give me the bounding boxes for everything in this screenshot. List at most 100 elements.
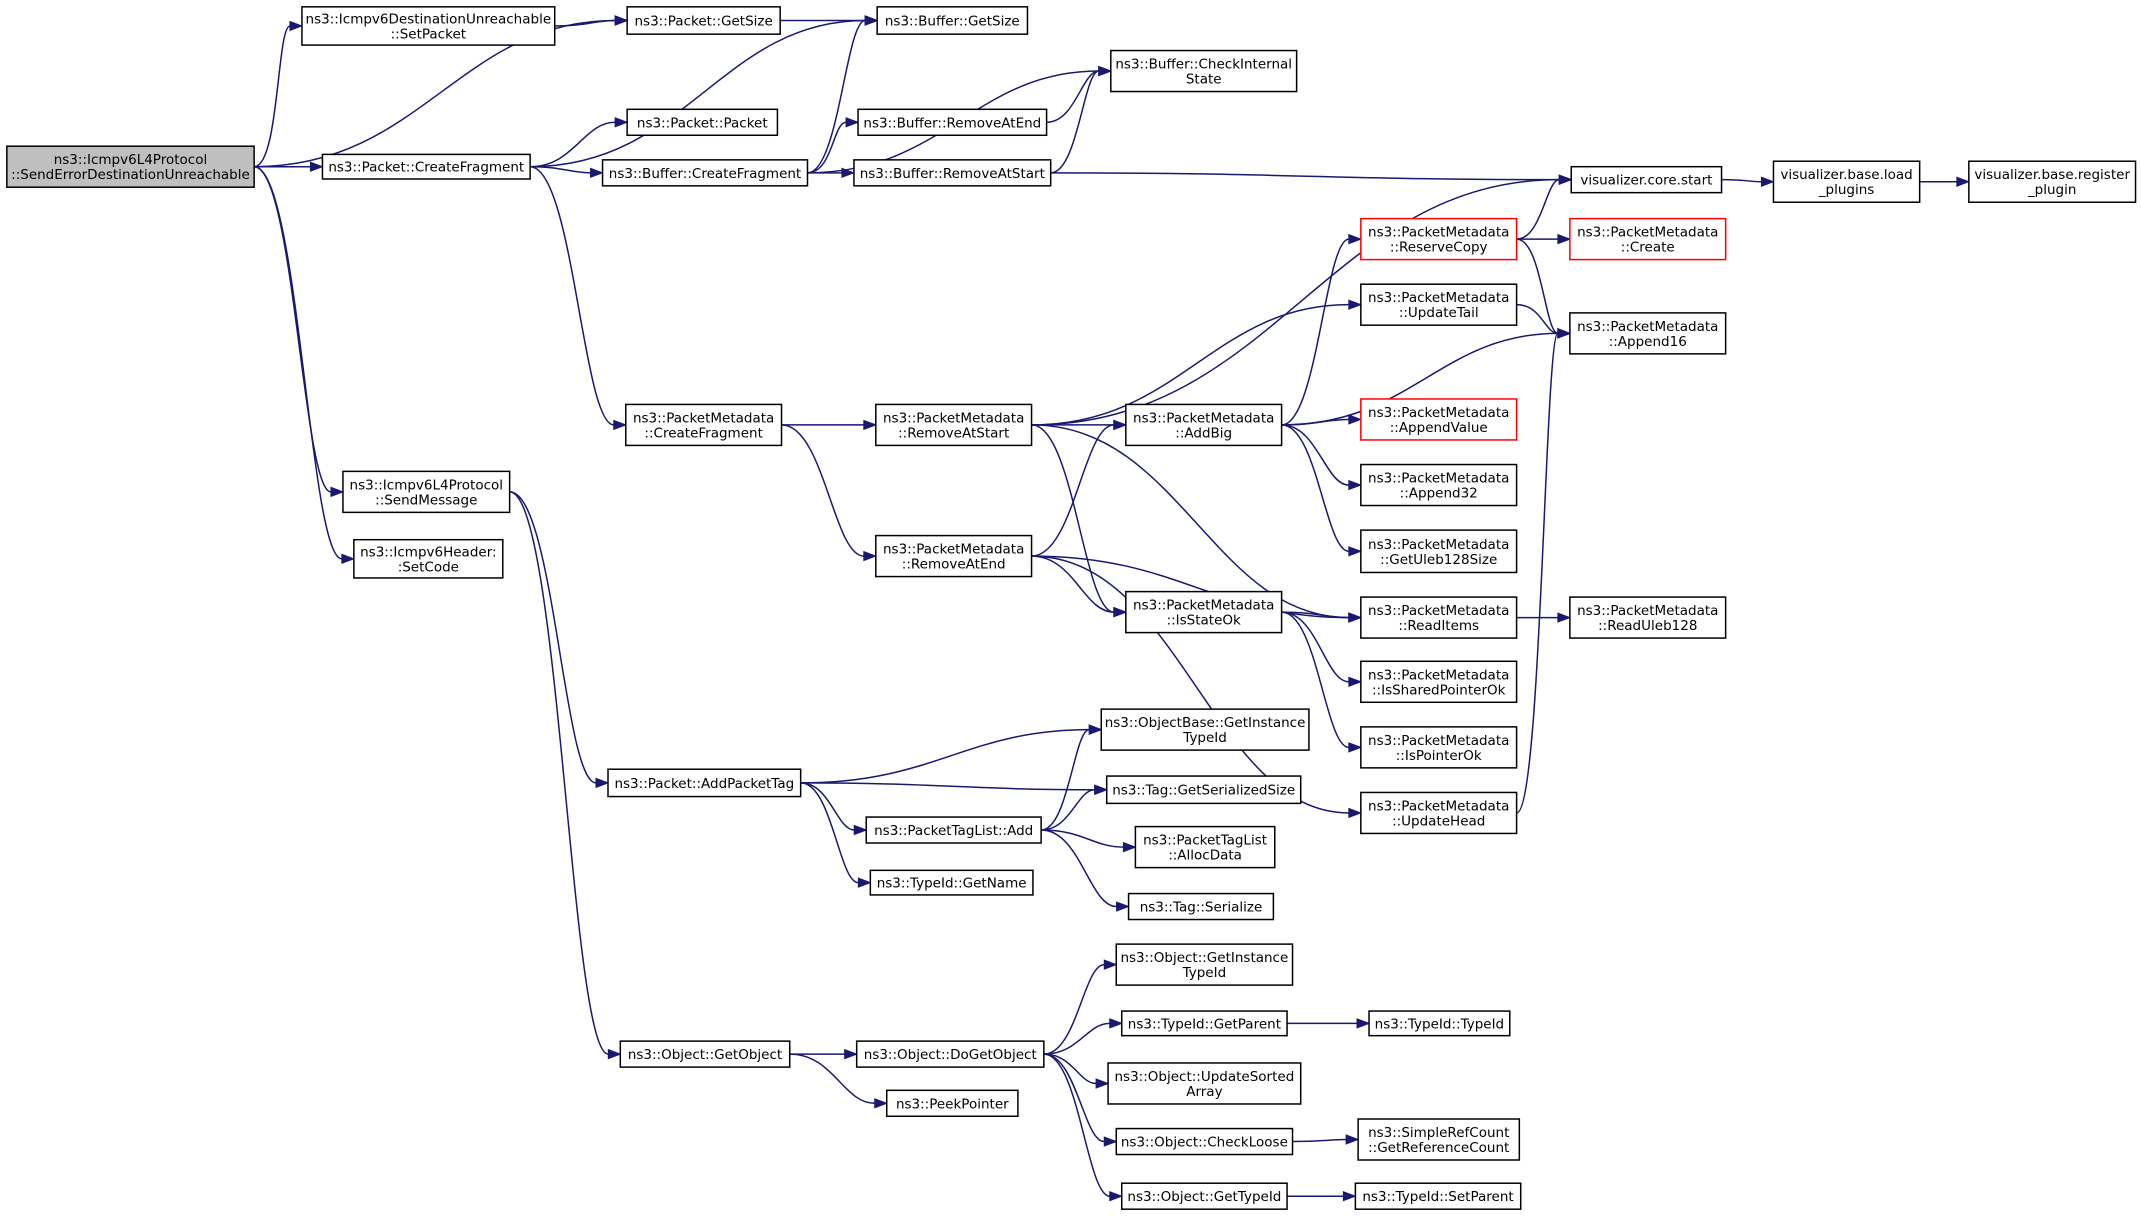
node-icmp-sendmsg[interactable]: ns3::Icmpv6L4Protocol::SendMessage — [342, 470, 511, 514]
node-label: ns3::TypeId::GetParent — [1128, 1016, 1281, 1032]
node-pm-readitems[interactable]: ns3::PacketMetadata::ReadItems — [1360, 596, 1518, 639]
edge-line — [530, 121, 616, 168]
call-nodes: ns3::Icmpv6L4Protocol::SendErrorDestinat… — [6, 6, 2137, 1210]
node-label: ns3::PacketMetadata — [1368, 225, 1509, 241]
node-viz-load[interactable]: visualizer.base.load_plugins — [1772, 160, 1921, 203]
node-pm-isptr[interactable]: ns3::PacketMetadata::IsPointerOk — [1360, 726, 1518, 769]
edge-line — [1281, 424, 1349, 486]
call-edge-viz_start-to-viz_load — [1721, 176, 1775, 187]
call-edge-root-to-icmp_setcode — [253, 165, 356, 565]
node-typeid-setparent[interactable]: ns3::TypeId::SetParent — [1354, 1182, 1522, 1210]
node-src-getref[interactable]: ns3::SimpleRefCount::GetReferenceCount — [1357, 1118, 1521, 1161]
node-pm-removeend[interactable]: ns3::PacketMetadata::RemoveAtEnd — [875, 534, 1033, 578]
node-buf-getsize[interactable]: ns3::Buffer::GetSize — [876, 6, 1029, 35]
node-pm-issharedptr[interactable]: ns3::PacketMetadata::IsSharedPointerOk — [1360, 660, 1518, 704]
node-box — [1569, 596, 1727, 639]
node-buf-removestart[interactable]: ns3::Buffer::RemoveAtStart — [853, 159, 1052, 187]
arrowhead-icon — [841, 167, 856, 179]
node-obj-getobject[interactable]: ns3::Object::GetObject — [619, 1040, 791, 1068]
edge-line — [1041, 829, 1117, 908]
node-pm-create[interactable]: ns3::PacketMetadata::Create — [1569, 217, 1727, 261]
node-box — [1134, 825, 1276, 869]
node-label: ::IsStateOk — [1167, 613, 1241, 629]
arrowhead-icon — [1109, 1190, 1124, 1202]
node-pm-readuleb[interactable]: ns3::PacketMetadata::ReadUleb128 — [1569, 596, 1727, 639]
node-label: ::GetReferenceCount — [1368, 1140, 1509, 1156]
node-pkt-addtag[interactable]: ns3::Packet::AddPacketTag — [607, 768, 802, 798]
node-peekpointer[interactable]: ns3::PeekPointer — [885, 1089, 1019, 1118]
call-edge-pm_addbig-to-pm_appendvalue — [1281, 414, 1363, 426]
node-box — [1354, 1182, 1522, 1210]
node-ptl-add[interactable]: ns3::PacketTagList::Add — [865, 816, 1042, 844]
node-pkt-packet[interactable]: ns3::Packet::Packet — [626, 108, 779, 137]
call-edge-root-to-dest_setpacket — [253, 20, 304, 168]
node-pm-appendvalue[interactable]: ns3::PacketMetadata::AppendValue — [1360, 398, 1518, 441]
call-edge-buf_createfrag-to-buf_removeend — [807, 117, 860, 174]
arrowhead-icon — [330, 486, 345, 498]
node-pm-append32[interactable]: ns3::PacketMetadata::Append32 — [1360, 463, 1518, 507]
call-edge-dest_setpacket-to-pkt_getsize — [554, 15, 629, 27]
node-label: ::AllocData — [1168, 848, 1242, 864]
node-viz-register[interactable]: visualizer.base.register_plugin — [1968, 160, 2137, 203]
node-label: ns3::Icmpv6Header: — [360, 544, 496, 560]
node-label: Array — [1186, 1084, 1222, 1100]
node-pm-removestart[interactable]: ns3::PacketMetadata::RemoveAtStart — [875, 403, 1033, 447]
node-label: ns3::Icmpv6DestinationUnreachable — [306, 11, 552, 27]
node-buf-removeend[interactable]: ns3::Buffer::RemoveAtEnd — [857, 108, 1048, 137]
call-edge-pkt_addtag-to-typeid_getname — [800, 782, 872, 888]
edge-line — [1281, 611, 1349, 683]
arrowhead-icon — [853, 824, 868, 836]
node-pkt-createfrag[interactable]: ns3::Packet::CreateFragment — [321, 153, 531, 180]
node-typeid-getname[interactable]: ns3::TypeId::GetName — [869, 869, 1034, 896]
node-box — [625, 403, 783, 447]
call-edge-pm_removeend-to-pm_addbig — [1031, 419, 1128, 557]
node-buf-createfrag[interactable]: ns3::Buffer::CreateFragment — [601, 159, 809, 187]
node-dest-setpacket[interactable]: ns3::Icmpv6DestinationUnreachable::SetPa… — [301, 6, 556, 46]
node-label: ::CreateFragment — [644, 425, 762, 441]
arrowhead-icon — [863, 550, 878, 562]
node-label: ns3::Object::GetTypeId — [1127, 1189, 1281, 1205]
arrowhead-icon — [1558, 174, 1573, 185]
node-ptl-alloc[interactable]: ns3::PacketTagList::AllocData — [1134, 825, 1276, 869]
arrowhead-icon — [1348, 676, 1363, 688]
node-pkt-getsize[interactable]: ns3::Packet::GetSize — [626, 6, 781, 35]
node-pm-isstateok[interactable]: ns3::PacketMetadata::IsStateOk — [1125, 590, 1283, 634]
node-label: ns3::PacketMetadata — [1133, 598, 1274, 614]
node-pm-reserve[interactable]: ns3::PacketMetadata::ReserveCopy — [1360, 217, 1518, 261]
call-edge-ptl_add-to-tag_sersize — [1041, 784, 1109, 831]
node-icmp-setcode[interactable]: ns3::Icmpv6Header::SetCode — [353, 538, 504, 579]
edge-line — [253, 25, 291, 168]
edge-line — [789, 1053, 875, 1105]
node-label: visualizer.base.load — [1780, 167, 1912, 183]
node-tag-sersize[interactable]: ns3::Tag::GetSerializedSize — [1105, 775, 1302, 805]
node-typeid-getparent[interactable]: ns3::TypeId::GetParent — [1120, 1010, 1288, 1037]
node-label: :SetCode — [398, 559, 459, 575]
node-typeid-typeid[interactable]: ns3::TypeId::TypeId — [1368, 1010, 1511, 1037]
arrowhead-icon — [1956, 176, 1971, 187]
call-edge-ptl_add-to-tag_serialize — [1041, 829, 1130, 912]
node-label: ::ReadItems — [1398, 618, 1479, 634]
node-tag-serialize[interactable]: ns3::Tag::Serialize — [1127, 892, 1275, 921]
node-obj-gettypeid[interactable]: ns3::Object::GetTypeId — [1120, 1182, 1288, 1210]
node-label: ns3::Object::GetObject — [628, 1047, 782, 1063]
node-pm-updatetail[interactable]: ns3::PacketMetadata::UpdateTail — [1360, 283, 1518, 326]
node-label: ::ReserveCopy — [1390, 240, 1488, 256]
node-viz-start[interactable]: visualizer.core.start — [1570, 165, 1723, 194]
node-obj-checkloose[interactable]: ns3::Object::CheckLoose — [1115, 1127, 1294, 1156]
node-pm-uleb128size[interactable]: ns3::PacketMetadata::GetUleb128Size — [1360, 529, 1518, 574]
node-pm-createfrag[interactable]: ns3::PacketMetadata::CreateFragment — [625, 403, 783, 447]
node-pm-addbig[interactable]: ns3::PacketMetadata::AddBig — [1125, 403, 1283, 447]
node-box — [321, 153, 531, 180]
call-edge-pm_reserve-to-viz_start — [1516, 174, 1573, 240]
node-obj-dogetobject[interactable]: ns3::Object::DoGetObject — [855, 1040, 1045, 1068]
node-pm-updatehead[interactable]: ns3::PacketMetadata::UpdateHead — [1360, 791, 1518, 835]
node-pm-append16[interactable]: ns3::PacketMetadata::Append16 — [1569, 312, 1727, 355]
edge-line — [1292, 1138, 1347, 1143]
node-label: ns3::PacketMetadata — [1133, 410, 1274, 426]
node-root[interactable]: ns3::Icmpv6L4Protocol::SendErrorDestinat… — [6, 145, 255, 188]
